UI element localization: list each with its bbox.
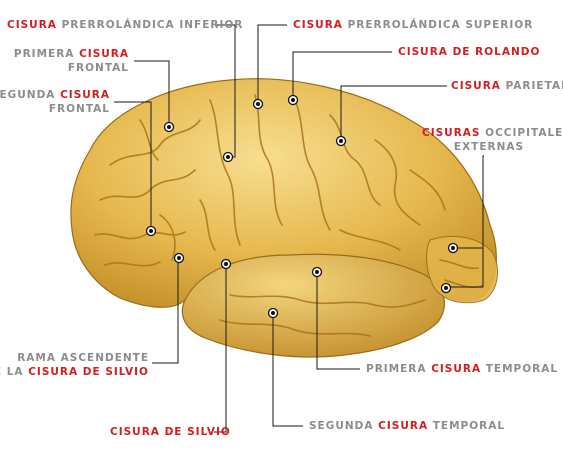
temporal-lobe bbox=[181, 253, 446, 358]
marker-rolando bbox=[287, 94, 299, 106]
marker-occipital-2 bbox=[440, 282, 452, 294]
leader-lines bbox=[114, 24, 484, 433]
leader-primera-temporal bbox=[316, 272, 360, 370]
leader-rolando bbox=[292, 51, 392, 99]
marker-occipital-1 bbox=[447, 242, 459, 254]
leader-presup bbox=[257, 24, 287, 103]
marker-preinf bbox=[222, 151, 234, 163]
leader-segunda-temporal bbox=[272, 313, 303, 427]
marker-segunda-frontal bbox=[145, 225, 157, 237]
label-rama-ascendente: RAMA ASCENDENTE DE LA CISURA DE SILVIO bbox=[0, 352, 149, 378]
leader-rama bbox=[152, 258, 179, 364]
marker-rama bbox=[173, 252, 185, 264]
label-segunda-cisura-temporal: SEGUNDA CISURA TEMPORAL bbox=[309, 420, 506, 432]
marker-presup bbox=[252, 98, 264, 110]
brain-illustration bbox=[70, 78, 499, 358]
label-prerrolandica-inferior: CISURA PRERROLÁNDICA INFERIOR bbox=[7, 19, 244, 31]
leader-parietal bbox=[340, 85, 447, 140]
label-segunda-cisura-frontal: SEGUNDA CISURA FRONTAL bbox=[0, 89, 110, 115]
leader-silvio bbox=[214, 264, 227, 433]
leader-occipitales bbox=[456, 155, 484, 249]
label-cisura-de-rolando: CISURA DE ROLANDO bbox=[398, 46, 541, 58]
marker-silvio bbox=[220, 258, 232, 270]
leader-segunda-frontal bbox=[114, 101, 152, 231]
label-prerrolandica-superior: CISURA PRERROLÁNDICA SUPERIOR bbox=[293, 19, 534, 31]
label-cisura-parietal: CISURA PARIETAL bbox=[451, 80, 563, 92]
marker-primera-temporal bbox=[311, 266, 323, 278]
marker-primera-frontal bbox=[163, 121, 175, 133]
label-cisura-de-silvio: CISURA DE SILVIO bbox=[110, 426, 231, 438]
sulci bbox=[94, 94, 483, 337]
leader-primera-frontal bbox=[134, 60, 170, 127]
marker-segunda-temporal bbox=[267, 307, 279, 319]
label-primera-cisura-temporal: PRIMERA CISURA TEMPORAL bbox=[366, 363, 559, 375]
marker-parietal bbox=[335, 135, 347, 147]
label-primera-cisura-frontal: PRIMERA CISURA FRONTAL bbox=[13, 48, 129, 74]
label-cisuras-occipitales-externas: CISURAS OCCIPITALES EXTERNAS bbox=[422, 127, 563, 153]
markers bbox=[145, 94, 459, 319]
leader-occipitales-2 bbox=[446, 248, 484, 288]
